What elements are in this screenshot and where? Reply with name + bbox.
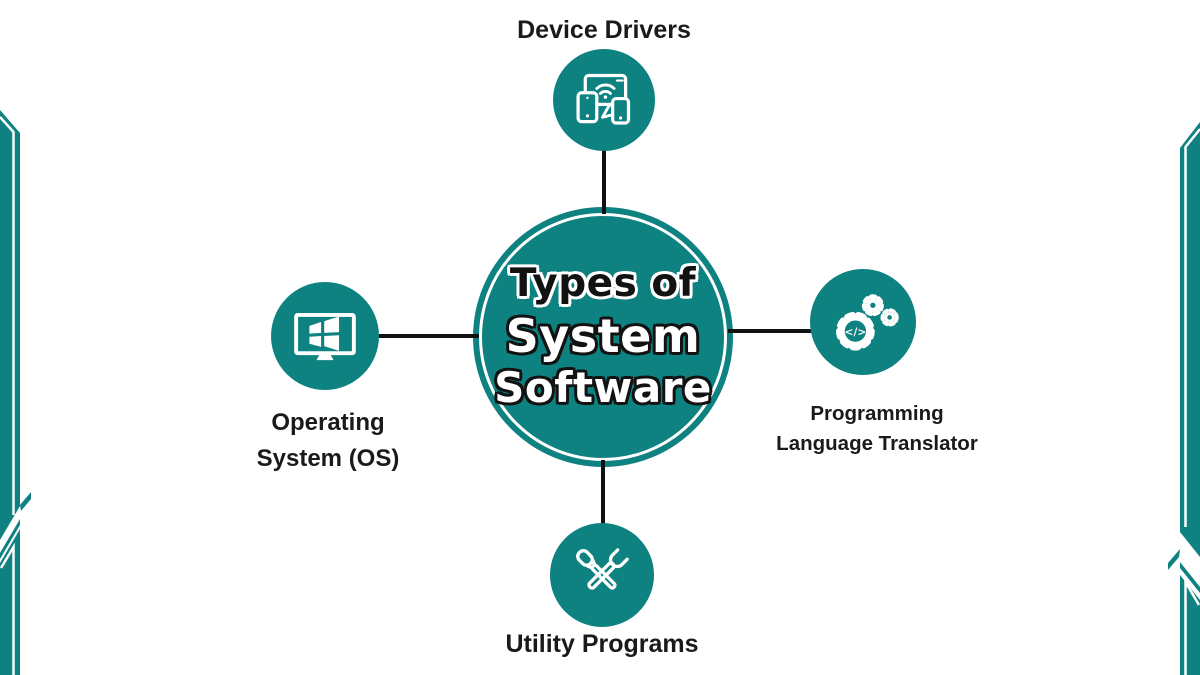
center-title-line1: Types of <box>509 260 697 306</box>
tools-icon <box>576 548 629 590</box>
node-label-utility-programs: Utility Programs <box>505 630 699 658</box>
center-title: Types of System Software <box>494 260 712 413</box>
right-border-decoration <box>1168 122 1200 675</box>
node-circle-device-drivers <box>553 49 655 151</box>
center-title-line2: System <box>505 308 701 363</box>
node-circle-utility-programs <box>550 523 654 627</box>
node-label-programming-line1: Programming <box>810 402 944 425</box>
code-glyph: </> <box>845 326 867 339</box>
node-circle-operating-system <box>271 282 379 390</box>
node-label-device-drivers: Device Drivers <box>517 16 691 44</box>
center-title-line3: Software <box>494 363 712 413</box>
node-label-operating-system: Operating System (OS) <box>203 405 453 477</box>
devices-icon <box>576 73 631 125</box>
gears-code-icon: </> <box>836 294 899 351</box>
center-circle: Types of System Software <box>473 207 733 467</box>
node-label-programming-translator: Programming Language Translator <box>752 399 1002 459</box>
node-label-programming-line2: Language Translator <box>776 432 978 455</box>
windows-monitor-icon <box>294 312 356 361</box>
node-circle-programming-translator: </> <box>810 269 916 375</box>
left-border-decoration <box>0 110 31 675</box>
node-label-operating-system-line1: Operating <box>271 409 385 436</box>
node-label-operating-system-line2: System (OS) <box>256 445 400 472</box>
